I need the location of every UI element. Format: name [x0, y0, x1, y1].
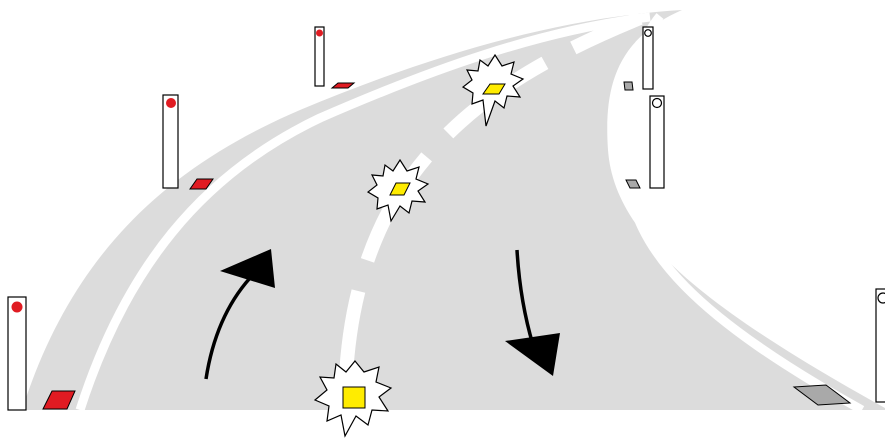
right-edge-line: [623, 13, 865, 414]
left-edge-line: [75, 12, 651, 412]
left-road-reflector-mid: [189, 178, 214, 190]
right-road-reflector-near: [792, 384, 852, 406]
left-post-mid: [162, 94, 179, 189]
arrow-up-lane: [204, 249, 275, 380]
right-post-far: [642, 26, 654, 90]
left-post-far: [314, 26, 325, 87]
arrow-down-head-icon: [505, 333, 560, 376]
road-surface: [22, 10, 885, 410]
left-road-reflector-far: [330, 82, 356, 89]
red-reflector-dot-icon: [166, 98, 176, 108]
center-stud-far: [461, 53, 525, 127]
red-reflector-dot-icon: [11, 301, 23, 313]
white-reflector-ring-icon: [644, 29, 652, 37]
red-reflector-dot-icon: [316, 29, 323, 37]
center-stud-mid: [366, 158, 430, 223]
center-stud-near: [313, 360, 393, 438]
white-reflector-ring-icon: [651, 97, 663, 109]
left-post-near: [7, 296, 27, 411]
white-reflector-ring-icon: [877, 292, 885, 304]
right-road-reflector-far: [623, 81, 634, 91]
right-road-reflector-mid: [625, 179, 641, 189]
left-road-reflector-near: [42, 390, 76, 410]
arrow-down-lane: [505, 249, 560, 376]
right-post-mid: [649, 95, 665, 189]
arrow-up-head-icon: [220, 249, 275, 288]
right-post-near: [875, 288, 885, 403]
